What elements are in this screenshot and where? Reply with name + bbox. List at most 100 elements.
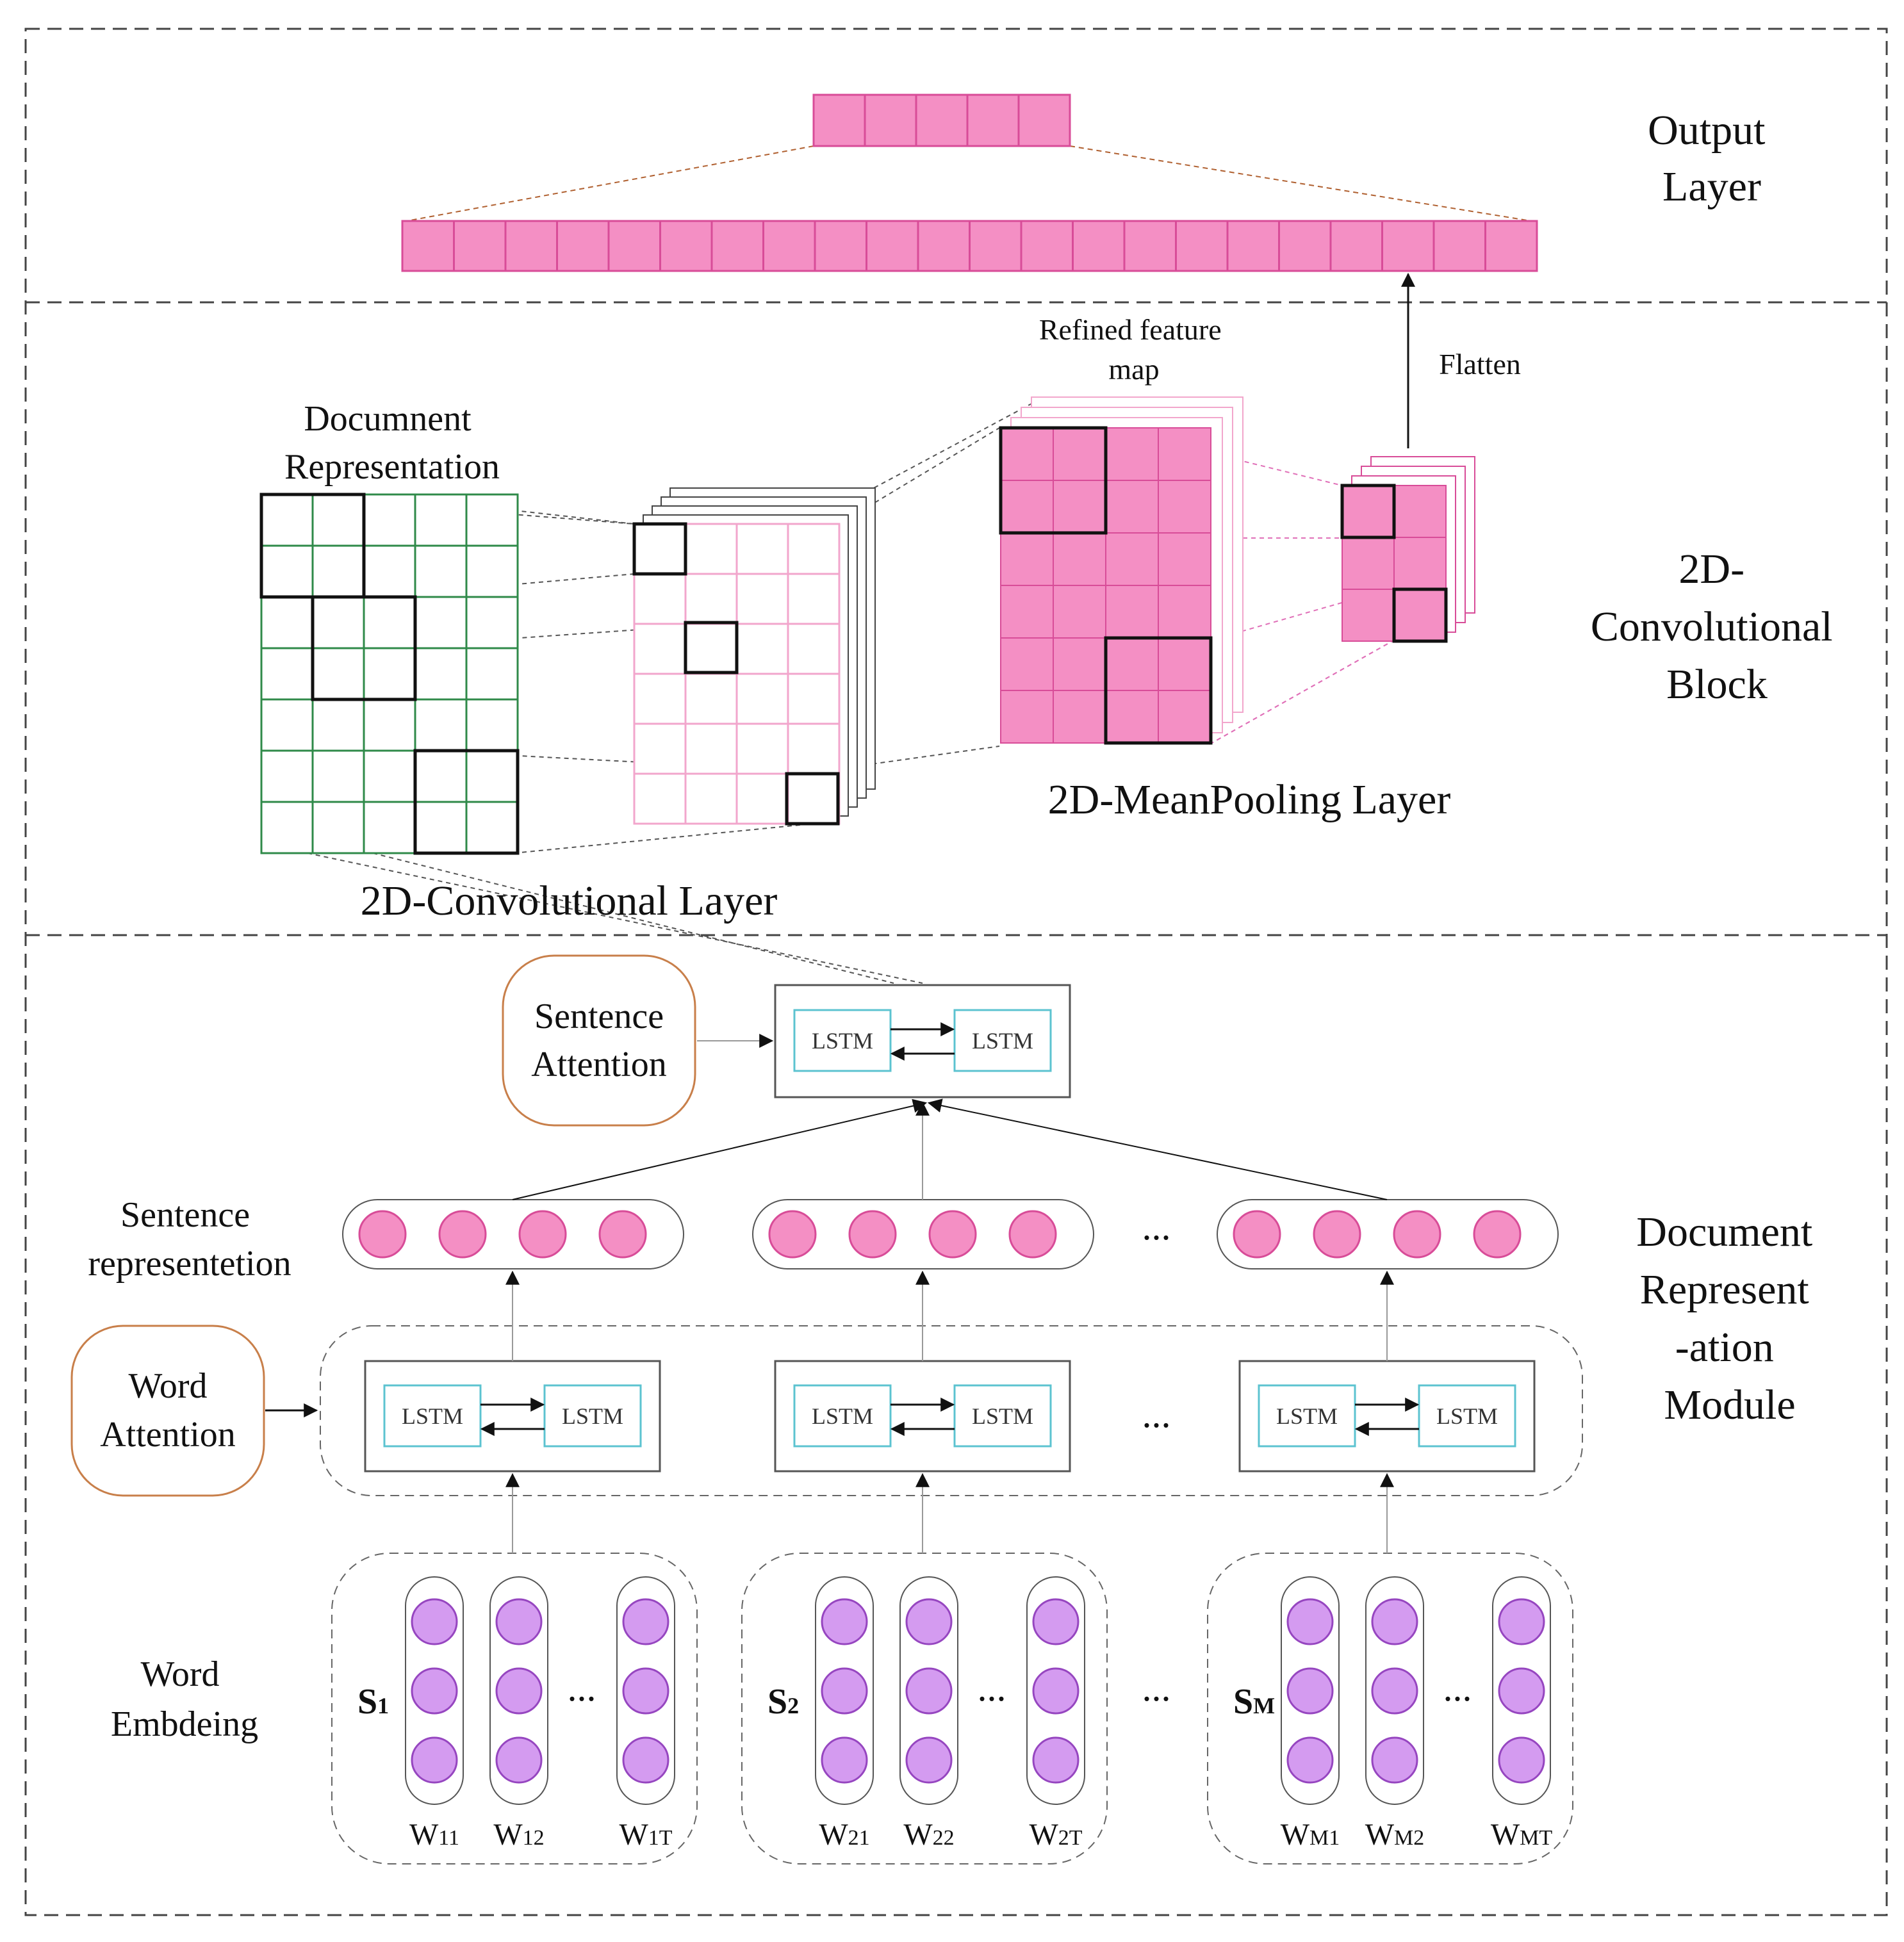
flattened-cell: [814, 220, 867, 272]
word-2-lstm-forward-label: LSTM: [812, 1403, 873, 1429]
refined-map-cell: [1053, 532, 1106, 586]
flattened-cell: [1381, 220, 1435, 272]
feature-map-cell: [735, 673, 789, 725]
flattened-cell: [607, 220, 661, 272]
sentence-subscript: 1: [377, 1693, 389, 1718]
refined-map-cell: [1000, 585, 1054, 639]
projection-line: [1069, 145, 1532, 222]
flattened-cell: [969, 220, 1022, 272]
refined-map-cell: [1158, 480, 1211, 534]
sentence-vector-node: [518, 1210, 567, 1259]
word-lstm-container: [320, 1325, 1583, 1496]
word-embedding-node: [1498, 1667, 1545, 1715]
refined-map-cell: [1158, 585, 1211, 639]
feature-map-cell: [684, 722, 738, 775]
conv-block-line-1: 2D-: [1678, 546, 1744, 592]
word-embedding-node: [905, 1598, 953, 1645]
document-grid-cell: [414, 596, 468, 649]
section-frames: [24, 28, 1888, 1916]
document-grid-cell: [414, 544, 468, 598]
document-grid-cell: [311, 544, 365, 598]
refined-map-cell: [1105, 532, 1159, 586]
ellipsis: ...: [1142, 1393, 1171, 1435]
flattened-cell: [762, 220, 816, 272]
flatten-label: Flatten: [1439, 348, 1521, 380]
flattened-cell: [1329, 220, 1383, 272]
doc-module-line-2: Represent: [1640, 1266, 1809, 1313]
word-label: WM2: [1365, 1818, 1425, 1852]
pooled-map-cell: [1342, 485, 1395, 538]
feature-map-cell: [633, 573, 687, 625]
word-embedding-node: [821, 1736, 868, 1784]
output-cell: [864, 94, 917, 147]
sentence-vector-node: [438, 1210, 487, 1259]
document-grid-cell: [260, 801, 314, 854]
refined-map-cell: [1053, 637, 1106, 691]
word-1-lstm-forward-label: LSTM: [402, 1403, 463, 1429]
output-cell: [1017, 94, 1071, 147]
document-representation-label: Documnent Representation: [284, 399, 500, 487]
word-letter: W: [619, 1818, 648, 1852]
word-embedding-node: [411, 1736, 458, 1784]
refined-map-cell: [1000, 427, 1054, 481]
word-2-lstm-backward-label: LSTM: [972, 1403, 1033, 1429]
sent-repr-line-2: representetion: [88, 1244, 291, 1284]
document-grid-cell: [260, 749, 314, 803]
sentence-vector-node: [848, 1210, 897, 1259]
refined-map-cell: [1158, 690, 1211, 744]
refined-map-cell: [1053, 585, 1106, 639]
word-label: WMT: [1491, 1818, 1553, 1852]
flattened-cell: [866, 220, 919, 272]
word-attention-line-1: Word: [128, 1366, 207, 1406]
document-grid-cell: [363, 596, 416, 649]
document-grid-cell: [311, 493, 365, 547]
sentence-attention-box: [502, 954, 696, 1127]
pooled-map-cell: [1342, 589, 1395, 642]
output-cell: [812, 94, 866, 147]
sentence-lstm-backward: [953, 1009, 1052, 1072]
refined-map-cell: [1053, 690, 1106, 744]
document-grid-cell: [414, 647, 468, 701]
word-embedding-node: [495, 1736, 543, 1784]
document-grid-cell: [465, 647, 519, 701]
ellipsis: ...: [568, 1667, 596, 1709]
sentence-to-lstm-arrow: [927, 1098, 1388, 1200]
ellipsis: ...: [1142, 1205, 1171, 1248]
word-3-lstm-forward: [1258, 1384, 1356, 1448]
document-grid-cell: [363, 801, 416, 854]
kernel-window: [413, 749, 520, 855]
refined-map-cell: [1053, 480, 1106, 534]
word-3-lstm-backward-label: LSTM: [1436, 1403, 1498, 1429]
flattened-cell: [710, 220, 764, 272]
document-grid-cell: [311, 647, 365, 701]
word-label: W11: [409, 1818, 459, 1852]
word-subscript: 22: [933, 1826, 955, 1850]
word-letter: W: [1029, 1818, 1058, 1852]
flattened-cell: [1278, 220, 1332, 272]
feature-map-cell: [633, 673, 687, 725]
sentence-name-2: S2: [767, 1682, 799, 1722]
sentence-vector-node: [358, 1210, 407, 1259]
word-embedding-node: [1032, 1736, 1079, 1784]
kernel-window: [311, 595, 417, 701]
document-grid-cell: [311, 698, 365, 752]
sentence-representation-label: Sentence representetion: [88, 1195, 291, 1284]
pooled-map-cell: [1393, 485, 1447, 538]
document-grid-cell: [260, 544, 314, 598]
word-embedding-node: [622, 1736, 669, 1784]
sentence-lstm-forward: [793, 1009, 892, 1072]
word-subscript: M1: [1309, 1826, 1340, 1850]
feature-map-cell: [735, 573, 789, 625]
meanpooling-layer-label: 2D-MeanPooling Layer: [1048, 776, 1451, 823]
word-2-lstm-backward: [953, 1384, 1052, 1448]
sent-repr-line-1: Sentence: [120, 1195, 250, 1235]
pooled-output-cell: [1340, 484, 1396, 539]
feature-map-cell: [787, 722, 841, 775]
output-layer: [401, 94, 1538, 272]
word-embedding-node: [1286, 1667, 1334, 1715]
sentence-name-3: SM: [1233, 1682, 1275, 1722]
flattened-cell: [453, 220, 507, 272]
doc-repr-line-1: Documnent: [304, 399, 472, 439]
output-cell: [915, 94, 969, 147]
